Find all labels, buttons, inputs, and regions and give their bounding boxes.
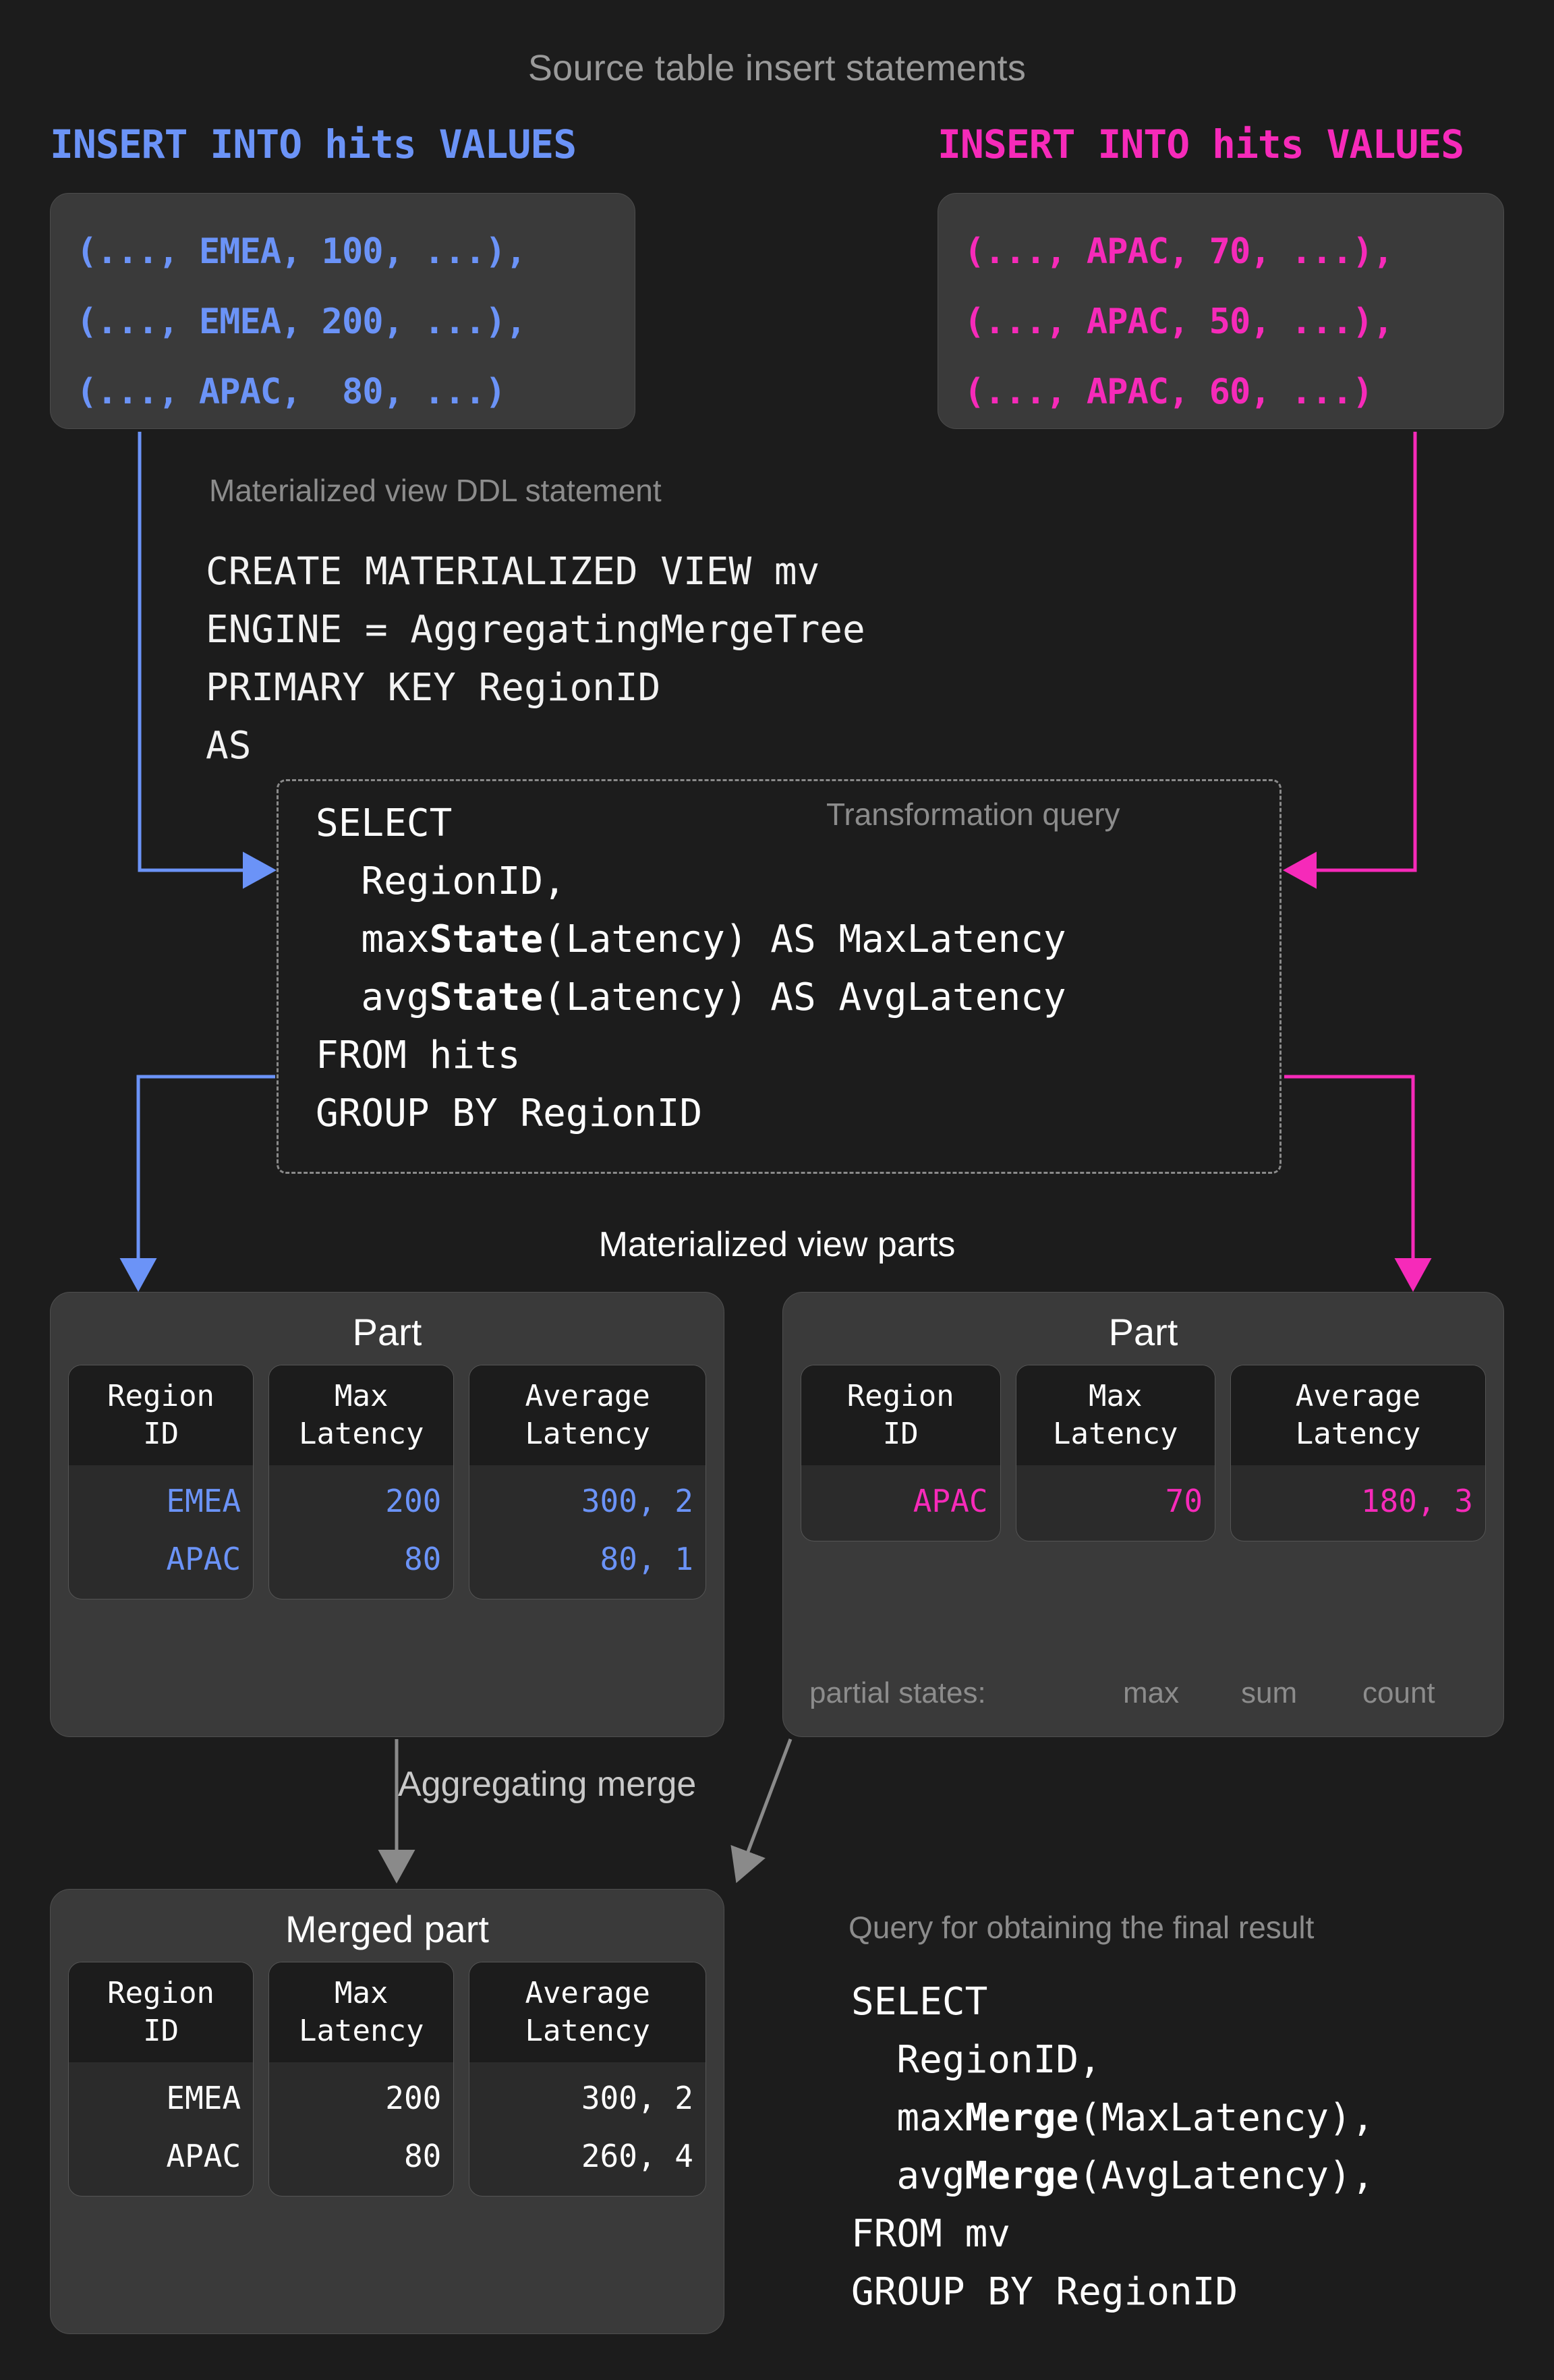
fq-line-6: GROUP BY RegionID: [851, 2270, 1238, 2314]
final-query-label: Query for obtaining the final result: [848, 1910, 1315, 1945]
column-average-latency: Average Latency 300, 2 80, 1: [469, 1365, 706, 1599]
tq-line-5: FROM hits: [316, 1033, 521, 1077]
column-max-latency: Max Latency 200 80: [268, 1365, 455, 1599]
arrow-merge-right: [730, 1738, 793, 1883]
fq-line-3-pre: max: [851, 2096, 965, 2140]
tq-line-1: SELECT: [316, 801, 453, 845]
column-header: Region ID: [69, 1962, 254, 2062]
column-region-id: Region ID APAC: [801, 1365, 1001, 1541]
column-header: Region ID: [69, 1365, 254, 1465]
part-box-left: Part Region ID EMEA APAC Max Latency 200…: [50, 1292, 724, 1737]
column-header: Max Latency: [269, 1365, 454, 1465]
part-title: Part: [352, 1311, 422, 1353]
insert-header-right: INSERT INTO hits VALUES: [938, 121, 1464, 167]
fq-line-3-bold: Merge: [965, 2096, 1079, 2140]
insert-value-row: (..., APAC, 80, ...): [76, 372, 506, 412]
transformation-query-label: Transformation query: [826, 797, 1120, 832]
merged-part-title: Merged part: [285, 1908, 489, 1950]
column-max-latency: Max Latency 200 80: [268, 1962, 455, 2197]
column-header: Region ID: [801, 1365, 1000, 1465]
insert-value-row: (..., EMEA, 100, ...),: [76, 231, 527, 272]
fq-line-2: RegionID,: [851, 2038, 1101, 2082]
fq-line-1: SELECT: [851, 1980, 988, 2024]
column-header: Max Latency: [1016, 1365, 1215, 1465]
tq-line-4-post: (Latency) AS AvgLatency: [543, 975, 1066, 1019]
table-cell: APAC: [166, 1541, 241, 1577]
tq-line-2: RegionID,: [316, 859, 566, 903]
transformation-query-box: [277, 779, 1282, 1174]
table-cell: APAC: [913, 1483, 988, 1519]
materialized-view-parts-label: Materialized view parts: [598, 1225, 956, 1264]
merged-part-box: Merged part Region ID EMEA APAC Max Late…: [50, 1889, 724, 2334]
column-header: Average Latency: [1231, 1365, 1485, 1465]
column-header: Max Latency: [269, 1962, 454, 2062]
insert-header-left: INSERT INTO hits VALUES: [50, 121, 577, 167]
fq-line-4-pre: avg: [851, 2154, 965, 2198]
table-cell: 200: [385, 2080, 442, 2116]
fq-line-4-bold: Merge: [965, 2154, 1079, 2198]
partial-state-sum: sum: [1241, 1676, 1298, 1709]
insert-value-row: (..., APAC, 50, ...),: [964, 302, 1393, 342]
aggregating-merge-label: Aggregating merge: [398, 1765, 697, 1804]
fq-line-3-post: (MaxLatency),: [1078, 2096, 1375, 2140]
fq-line-4-post: (AvgLatency),: [1078, 2154, 1375, 2198]
partial-states-label: partial states:: [809, 1676, 986, 1709]
arrow-pink-insert-to-query: [1283, 432, 1417, 889]
tq-line-3-post: (Latency) AS MaxLatency: [543, 917, 1066, 961]
column-max-latency: Max Latency 70: [1015, 1365, 1216, 1541]
table-cell: 180, 3: [1360, 1483, 1473, 1519]
insert-value-row: (..., EMEA, 200, ...),: [76, 302, 527, 342]
table-cell: 300, 2: [581, 2080, 693, 2116]
tq-line-3-pre: max: [316, 917, 430, 961]
table-cell: 80: [403, 2138, 442, 2174]
table-cell: EMEA: [166, 1483, 241, 1519]
part-box-right: Part Region ID APAC Max Latency 70 Avera…: [782, 1292, 1504, 1737]
table-cell: 260, 4: [581, 2138, 693, 2174]
part-title: Part: [1108, 1311, 1178, 1353]
table-cell: 200: [385, 1483, 442, 1519]
page-title: Source table insert statements: [527, 48, 1027, 88]
final-query-code: SELECT RegionID, maxMerge(MaxLatency), a…: [851, 1973, 1374, 2321]
table-cell: 80, 1: [600, 1541, 693, 1577]
insert-values-box-left: (..., EMEA, 100, ...), (..., EMEA, 200, …: [50, 193, 635, 429]
column-average-latency: Average Latency 300, 2 260, 4: [469, 1962, 706, 2197]
tq-line-3-bold: State: [429, 917, 544, 961]
table-cell: APAC: [166, 2138, 241, 2174]
column-average-latency: Average Latency 180, 3: [1230, 1365, 1486, 1541]
table-cell: 80: [403, 1541, 442, 1577]
column-header: Average Latency: [469, 1962, 706, 2062]
column-header: Average Latency: [469, 1365, 706, 1465]
tq-line-4-pre: avg: [316, 975, 430, 1019]
partial-states-annotation: partial states: max sum count: [809, 1649, 1504, 1724]
tq-line-4-bold: State: [429, 975, 544, 1019]
table-cell: 300, 2: [581, 1483, 693, 1519]
partial-state-max: max: [1123, 1676, 1180, 1709]
transformation-query-code: SELECT RegionID, maxState(Latency) AS Ma…: [316, 795, 1066, 1143]
ddl-code: CREATE MATERIALIZED VIEW mv ENGINE = Agg…: [206, 550, 865, 768]
column-region-id: Region ID EMEA APAC: [68, 1365, 254, 1599]
table-cell: 70: [1165, 1483, 1203, 1519]
ddl-label: Materialized view DDL statement: [209, 473, 662, 508]
table-cell: EMEA: [166, 2080, 241, 2116]
column-region-id: Region ID EMEA APAC: [68, 1962, 254, 2197]
tq-line-6: GROUP BY RegionID: [316, 1092, 703, 1135]
insert-value-row: (..., APAC, 70, ...),: [964, 231, 1393, 272]
insert-values-box-right: (..., APAC, 70, ...), (..., APAC, 50, ..…: [938, 193, 1504, 429]
fq-line-5: FROM mv: [851, 2212, 1011, 2256]
insert-value-row: (..., APAC, 60, ...): [964, 372, 1373, 412]
partial-state-count: count: [1362, 1676, 1435, 1709]
